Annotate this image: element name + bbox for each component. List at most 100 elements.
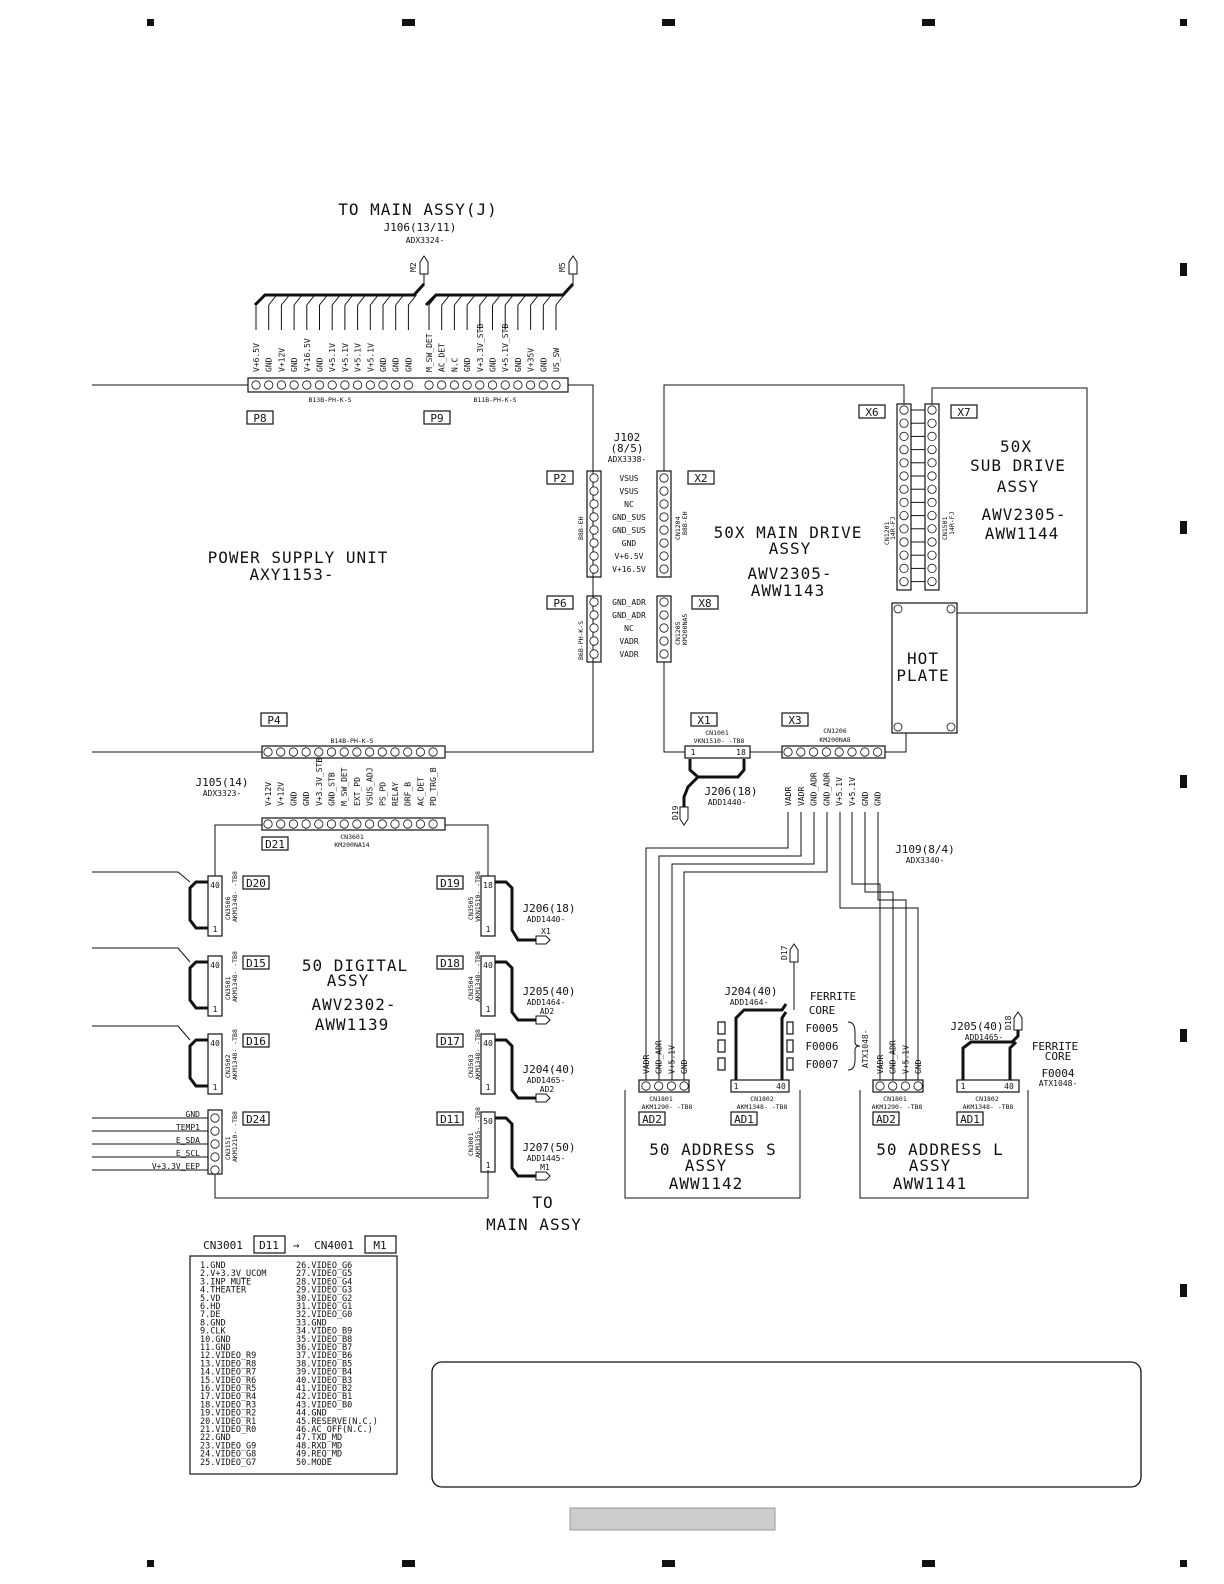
- addr-s-name2: ASSY: [685, 1156, 728, 1175]
- svg-text:D20: D20: [246, 877, 266, 890]
- d21-pin: [301, 819, 311, 829]
- svg-text:18: 18: [736, 748, 746, 757]
- p9-pins: [424, 380, 561, 390]
- svg-text:14R-FJ: 14R-FJ: [948, 511, 956, 535]
- pin-table-entry: 28.VIDEO_G4: [296, 1277, 352, 1287]
- d21-pin: [403, 819, 413, 829]
- p2-pin: [589, 551, 599, 561]
- p9-pin-label: N.C: [450, 357, 459, 372]
- d24-pin: [210, 1113, 220, 1123]
- p4-pin: [390, 747, 400, 757]
- p4-pin-label: V+12V: [264, 782, 273, 806]
- addr-l-part: AWW1141: [893, 1174, 967, 1193]
- p8-harness-wire: [395, 294, 405, 306]
- svg-text:CORE: CORE: [1045, 1050, 1072, 1063]
- j109-part: ADX3340-: [906, 856, 945, 865]
- pin-table-entry: 18.VIDEO_R3: [200, 1400, 256, 1410]
- svg-text:AKM1210- -TB8: AKM1210- -TB8: [231, 1111, 239, 1162]
- cn1501-pin: [927, 550, 937, 560]
- p4-pin-label: PD_TRG_B: [429, 767, 438, 806]
- pin-table-entry: 32.VIDEO_G0: [296, 1310, 352, 1320]
- svg-text:CN3504: CN3504: [467, 976, 475, 1000]
- pin-table-entry: 2.V+3.3V_UCOM: [200, 1269, 267, 1279]
- p9-harness-wire: [504, 294, 514, 306]
- p2-pin: [589, 499, 599, 509]
- digital-part2: AWW1139: [315, 1015, 389, 1034]
- p2-pin: [589, 473, 599, 483]
- svg-text:CN3503: CN3503: [467, 1054, 475, 1078]
- main-drive-name2: ASSY: [769, 539, 812, 558]
- pin-table-entry: 9.CLK: [200, 1327, 226, 1337]
- sub-drive-name2: SUB DRIVE: [970, 456, 1066, 475]
- cn1501-pin: [927, 563, 937, 574]
- pin-table-entry: 29.VIDEO_G3: [296, 1286, 352, 1296]
- p9-harness-wire: [492, 294, 501, 306]
- p9-pin: [538, 380, 548, 390]
- svg-text:D18: D18: [440, 957, 460, 970]
- j109-harness-wires: [645, 812, 919, 1080]
- svg-text:M1: M1: [540, 1163, 550, 1172]
- p9-pin: [551, 380, 561, 390]
- p9-harness-wire: [454, 294, 463, 306]
- p9-tag: [423, 410, 451, 425]
- cn1501-label: CN1501: [941, 516, 949, 540]
- p8-harness-wire: [255, 294, 265, 306]
- p8-pin-label: GND: [392, 357, 401, 372]
- cn1201-pin: [899, 458, 909, 468]
- svg-text:J205(40): J205(40): [523, 985, 576, 998]
- p8-harness-wire: [293, 294, 303, 306]
- p4-pin: [415, 747, 425, 757]
- p4-connector: [261, 745, 446, 759]
- p8-pin-label: GND: [265, 357, 274, 372]
- p8-pin: [289, 380, 299, 390]
- svg-text:CN3506: CN3506: [224, 896, 232, 920]
- j205b-label: J205(40): [951, 1020, 1004, 1033]
- x2-pin: [659, 525, 669, 535]
- svg-text:CN1802: CN1802: [975, 1095, 999, 1103]
- svg-text:VKN1510- -TB8: VKN1510- -TB8: [694, 737, 745, 745]
- svg-text:AKM1348- -TB8: AKM1348- -TB8: [963, 1103, 1014, 1111]
- cn1501-pin: [927, 431, 937, 441]
- pin-table-entry: 44.GND: [296, 1409, 327, 1419]
- pin-table-entry: 36.VIDEO_B7: [296, 1343, 352, 1353]
- j102-label: J102: [614, 431, 641, 444]
- pin-table-entry: 19.VIDEO_R2: [200, 1409, 256, 1419]
- pin-table-entry: 39.VIDEO_B4: [296, 1368, 352, 1378]
- p4-pin: [263, 747, 273, 757]
- p4-pin-label: VSUS_ADJ: [366, 767, 375, 806]
- svg-text:F0004: F0004: [1041, 1067, 1074, 1080]
- svg-text:AKM1348- -TB8: AKM1348- -TB8: [231, 951, 239, 1002]
- x3-pin-label: GND: [874, 791, 883, 806]
- to-main-l1: TO: [532, 1193, 553, 1212]
- svg-text:1: 1: [961, 1082, 966, 1091]
- d21-connector: [261, 817, 446, 831]
- pin-table-entry: 17.VIDEO_R4: [200, 1392, 256, 1402]
- svg-text:AKM1348- -TB8: AKM1348- -TB8: [231, 1029, 239, 1080]
- d11-connector: D11 50 1 CN3001 AKM1355- -TB8 M1 J207(50…: [436, 1107, 575, 1181]
- p8-pin: [391, 380, 401, 390]
- registration-marks: [147, 19, 1187, 1567]
- svg-text:D16: D16: [246, 1035, 266, 1048]
- x1-tag: [690, 712, 718, 727]
- p2-pin-label: GND: [622, 539, 637, 548]
- ad2b-pin: [913, 1081, 923, 1091]
- ad2a-pin-label: VADR: [642, 1055, 651, 1074]
- p8-pin-label: V+5.1V: [354, 343, 363, 372]
- svg-text:CN3505: CN3505: [467, 896, 475, 920]
- cn1001-connector: [684, 745, 751, 759]
- x3-pin-label: GND_ADR: [822, 772, 831, 806]
- p4-pin: [276, 747, 286, 757]
- svg-text:1: 1: [486, 925, 491, 934]
- p4-pin: [314, 747, 324, 757]
- d19-connector: D19 18 1 CN3505 VKN1510- -TB8 X1 J206(18…: [436, 871, 575, 945]
- p9-pin: [525, 380, 536, 390]
- p4-pin: [326, 747, 337, 757]
- ad2a-pin-label: V+5.1V: [667, 1045, 676, 1074]
- x6-tag: [858, 404, 886, 419]
- x2-pin: [659, 486, 669, 496]
- svg-text:1: 1: [734, 1082, 739, 1091]
- p8-harness-wire: [281, 294, 290, 306]
- pin-table-entry: 49.REQ_MD: [296, 1450, 342, 1460]
